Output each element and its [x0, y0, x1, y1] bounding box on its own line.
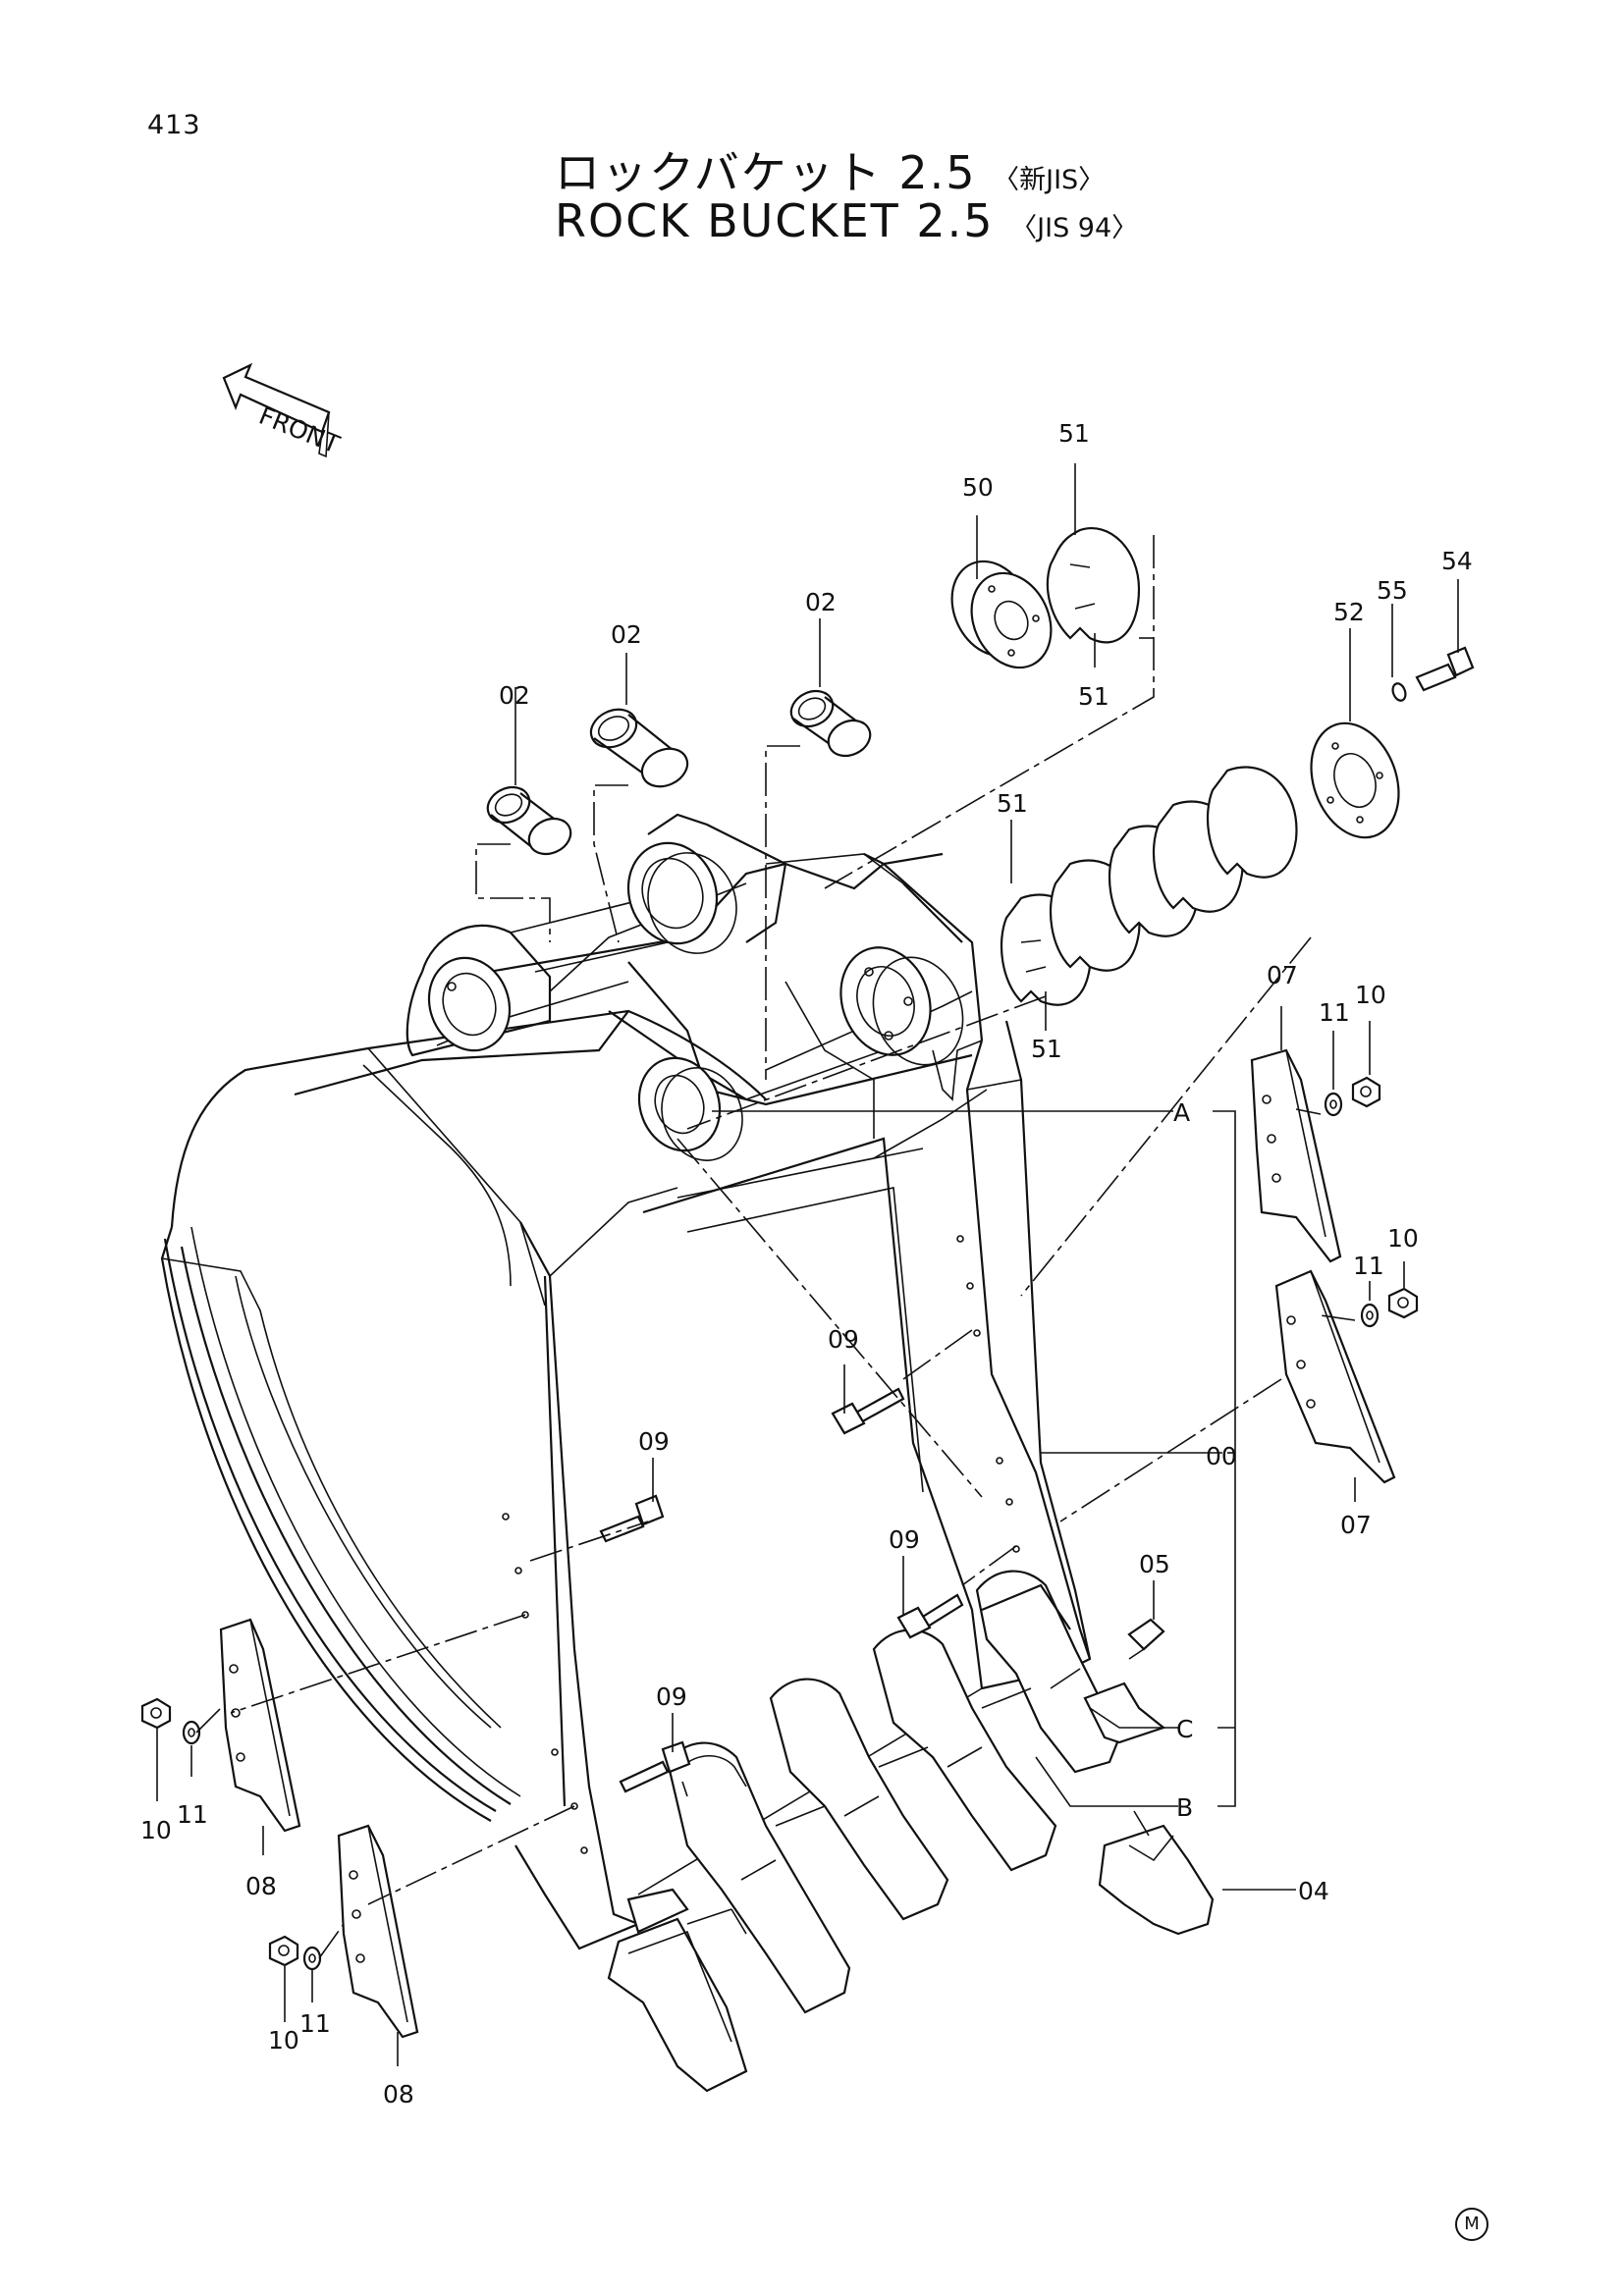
boss-lower-left [637, 1056, 743, 1161]
callout-51-b: 51 [1078, 682, 1109, 711]
leader-lines [156, 463, 1459, 2066]
boss-upper-left [427, 956, 512, 1052]
nut-10-lower-right [1387, 1287, 1419, 1319]
side-cutter-08-upper [219, 1618, 301, 1833]
callout-10-a: 10 [1355, 981, 1386, 1009]
flange-50 [950, 560, 1053, 669]
callout-51-d: 51 [1031, 1035, 1062, 1063]
callout-08-a: 08 [245, 1872, 277, 1900]
bushing-02b [589, 708, 689, 788]
callout-10-b: 10 [1387, 1224, 1419, 1253]
callout-10-d: 10 [268, 2026, 299, 2055]
tooth-3 [769, 1678, 949, 1921]
bolt-09-c [896, 1593, 964, 1639]
washer-11-lower-left [302, 1946, 322, 1971]
callout-51-c: 51 [997, 789, 1028, 818]
callout-11-a: 11 [1319, 998, 1350, 1027]
callout-10-c: 10 [140, 1816, 172, 1844]
callout-11-c: 11 [177, 1800, 208, 1829]
bolt-09-b [599, 1494, 665, 1543]
side-holes-left [502, 1513, 588, 1854]
callout-08-b: 08 [383, 2080, 414, 2109]
callout-07-b: 07 [1340, 1511, 1372, 1539]
bushing-02a [486, 785, 572, 856]
title-japanese-suffix: 〈新JIS〉 [993, 165, 1106, 195]
tooth-4 [872, 1629, 1057, 1872]
callout-09-c: 09 [889, 1525, 920, 1554]
callout-04: 04 [1298, 1877, 1329, 1905]
assembly-dash-lines [195, 535, 1356, 1959]
callout-07-a: 07 [1267, 961, 1298, 989]
title-japanese-text: ロックバケット 2.5 [555, 146, 977, 199]
side-cutter-08-lower [337, 1824, 419, 2039]
callout-11-d: 11 [299, 2009, 331, 2038]
callout-02-a: 02 [499, 681, 530, 710]
callout-09-a: 09 [828, 1325, 859, 1354]
callout-09-b: 09 [638, 1427, 670, 1456]
callout-54: 54 [1441, 547, 1473, 575]
callout-00: 00 [1206, 1442, 1237, 1470]
callout-55: 55 [1377, 576, 1408, 605]
callout-50: 50 [962, 473, 994, 502]
callout-02-c: 02 [805, 588, 837, 616]
plate-52 [1310, 721, 1400, 839]
shim-stack-51 [1000, 766, 1298, 1006]
callout-labels: 02 02 02 50 51 51 51 51 52 55 54 07 11 1… [140, 419, 1473, 2109]
tooth-6-exploded [1083, 1682, 1215, 1936]
pin-05 [1127, 1618, 1165, 1651]
shim-51-top [1046, 527, 1141, 644]
side-cutter-07-lower [1274, 1269, 1396, 1484]
bolt-09-d [619, 1740, 691, 1793]
boss-right [839, 946, 964, 1066]
callout-A: A [1173, 1098, 1190, 1127]
callout-09-d: 09 [656, 1682, 687, 1711]
callout-C: C [1176, 1715, 1193, 1743]
washer-11-upper-left [182, 1720, 201, 1745]
corner-mark: M [1455, 2208, 1488, 2241]
bolt-09-a [831, 1387, 905, 1435]
side-cutter-07-upper [1250, 1048, 1342, 1263]
washer-11-upper-right [1324, 1092, 1343, 1117]
title-english-suffix: 〈JIS 94〉 [1010, 213, 1139, 243]
title-japanese: ロックバケット 2.5 〈新JIS〉 [555, 137, 1105, 202]
title-english-text: ROCK BUCKET 2.5 [555, 194, 995, 247]
callout-51-a: 51 [1058, 419, 1090, 448]
tooth-5 [975, 1570, 1121, 1774]
title-english: ROCK BUCKET 2.5 〈JIS 94〉 [555, 194, 1138, 247]
side-holes-right [956, 1235, 1020, 1553]
boss-upper-center [626, 841, 737, 954]
nut-10-upper-right [1351, 1076, 1381, 1108]
callout-05: 05 [1139, 1550, 1170, 1578]
bolt-54 [1415, 646, 1475, 692]
tooth-1 [607, 1888, 748, 2093]
bushing-02c [789, 689, 872, 758]
tooth-row [607, 1570, 1215, 2093]
washer-11-lower-right [1360, 1303, 1380, 1328]
callout-02-b: 02 [611, 620, 642, 649]
callout-52: 52 [1333, 598, 1365, 626]
callout-B: B [1176, 1793, 1193, 1822]
front-arrow-icon: FRONT [222, 362, 344, 459]
nut-10-lower-left [268, 1935, 299, 1967]
washer-55 [1391, 682, 1407, 702]
nut-10-upper-left [140, 1697, 172, 1730]
page-number: 413 [147, 110, 201, 140]
callout-11-b: 11 [1353, 1252, 1384, 1280]
